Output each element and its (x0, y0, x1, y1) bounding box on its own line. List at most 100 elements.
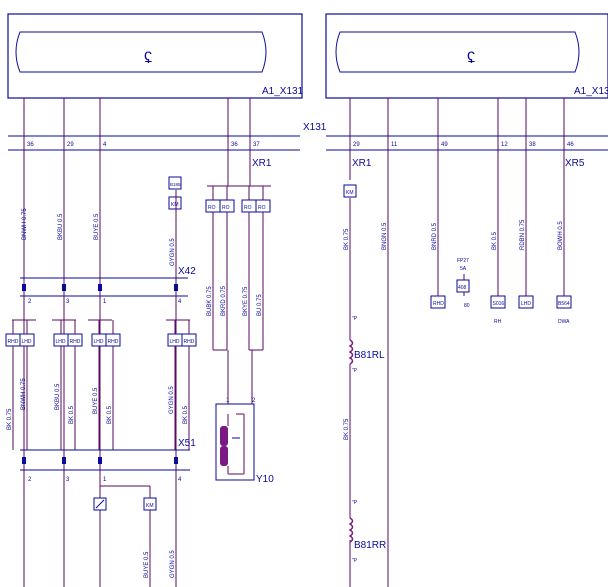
pin-right-5: 46 (567, 142, 574, 148)
pin-left-4: 37 (253, 142, 260, 148)
wire-mid-1: BK 0.75 (7, 408, 13, 430)
fuse-box (456, 279, 470, 293)
km-box-right (343, 184, 357, 198)
rhd-3: RHD (108, 339, 119, 345)
right-wire-3: BK 0.5 (492, 231, 498, 250)
pin-left-2: 4 (103, 142, 107, 148)
lhd-right: LHD (521, 301, 531, 307)
relay-pin1: 1 (226, 398, 230, 404)
b564-box (556, 295, 572, 309)
relay-label: Y10 (256, 474, 274, 485)
wire-label-buye-top: BUYE 0.5 (94, 213, 100, 240)
pin-right-4: 38 (529, 142, 536, 148)
wire-label-bkrd: BKRD 0.75 (221, 285, 227, 316)
lhd-4: LHD (170, 339, 180, 345)
fuse-num: 80 (464, 303, 470, 309)
module-left-label: A1_X131 (262, 86, 304, 97)
x51-pin-3: 4 (178, 477, 182, 483)
right-wire-2: BNRD 0.5 (432, 222, 438, 250)
x51-pin-1: 3 (66, 477, 70, 483)
b81rl-pin-top: "P (352, 316, 358, 322)
connector-x131-label: X131 (303, 122, 327, 133)
wire-mid-0: BNWH 0.75 (21, 378, 27, 410)
right-wire-4: RDBN 0.75 (520, 219, 526, 250)
wire-mid-2: BKBU 0.5 (55, 383, 61, 410)
dwa-label: DWA (558, 319, 570, 325)
module-right-ref-glyph: ʢ (467, 50, 475, 67)
rhd-1: RHD (8, 339, 19, 345)
wire-bottom-0: BUYE 0.5 (144, 551, 150, 578)
x42-pin-3: 4 (178, 299, 182, 305)
pin-right-2: 49 (441, 142, 448, 148)
lhd-2: LHD (56, 339, 66, 345)
wire-mid-7: BK 0.5 (183, 405, 189, 424)
right-wire-5: BOWH 0.5 (558, 221, 564, 250)
ro-label-2: RO (222, 205, 230, 211)
km-label-right: KM (346, 190, 354, 196)
b185-label: B185 (170, 182, 181, 187)
right-wire-0: BK 0.75 (344, 228, 350, 250)
b81rr-pin-bottom: "P (352, 558, 358, 564)
b81rr-label: B81RR (354, 540, 386, 551)
wire-label-bu: BU 0.75 (257, 294, 263, 316)
pin-left-3: 36 (231, 142, 238, 148)
right-module-wires (349, 98, 565, 587)
module-left-ref-glyph: ʢ (144, 50, 152, 67)
lhd-1: LHD (22, 339, 32, 345)
rhd-4: RHD (184, 339, 195, 345)
wire-bottom-1: GYGN 0.5 (170, 550, 176, 578)
rhd-right: RHD (433, 301, 444, 307)
ro-group: RO RO RO RO (205, 160, 271, 404)
pin-right-0: 29 (353, 142, 360, 148)
s016-box (490, 295, 506, 309)
x42-pin-1: 3 (66, 299, 70, 305)
pin-left-1: 29 (67, 142, 74, 148)
connector-x51: X51 (178, 438, 196, 449)
b81rl-pin-bottom: "P (352, 368, 358, 374)
wire-label-gygn-top: GYGN 0.5 (170, 238, 176, 266)
wire-mid-5: BK 0.5 (107, 405, 113, 424)
module-right: A1_X131 ʢ (325, 13, 608, 99)
speaker-link-wire: BK 0.75 (344, 418, 350, 440)
km-box-top (168, 196, 182, 210)
km-label-top: KM (171, 202, 179, 208)
b81rl-label: B81RL (354, 350, 385, 361)
wire-mid-3: BK 0.5 (69, 405, 75, 424)
km-box-bottom-1-slash (95, 499, 105, 509)
ro-label-1: RO (208, 205, 216, 211)
b185-box (168, 176, 182, 190)
pin-right-1: 11 (391, 142, 398, 148)
wire-label-bnwh-top: BNWH 0.75 (22, 208, 28, 240)
connector-xr1-right: XR1 (352, 158, 372, 169)
b564: B564 (558, 301, 570, 307)
x51-pin-marks (22, 457, 178, 464)
right-wire-1: BNGN 0.5 (382, 222, 388, 250)
speaker-b81rr: "P B81RR "P (348, 500, 386, 564)
x42-pin-2: 1 (103, 299, 107, 305)
wire-label-bkye: BKYE 0.75 (243, 286, 249, 316)
fuse-amps: 5A (460, 266, 467, 272)
ro-label-3: RO (244, 205, 252, 211)
rhd-2: RHD (70, 339, 81, 345)
x51-pin-0: 2 (28, 477, 32, 483)
module-right-label: A1_X131 (574, 86, 608, 97)
pin-left-0: 36 (27, 142, 34, 148)
rhd-lhd-blocks: RHD LHD LHD RHD LHD RHD LHD RHD (5, 319, 197, 450)
fuse-title: FP27 (457, 258, 469, 264)
s016: S016 (493, 301, 505, 307)
connector-xr5: XR5 (565, 158, 585, 169)
x42-pin-marks (22, 284, 178, 291)
connector-xr1-left: XR1 (252, 158, 272, 169)
x51-pin-2: 1 (103, 477, 107, 483)
relay-y10: 1 2 Y10 (215, 398, 274, 485)
speaker-b81rl: "P B81RL "P (348, 316, 385, 374)
lhd-3: LHD (94, 339, 104, 345)
b81rr-pin-top: "P (352, 500, 358, 506)
ro-label-4: RO (258, 205, 266, 211)
wire-mid-4: BUYE 0.5 (93, 387, 99, 414)
module-left: A1_X131 X131 ʢ (7, 13, 327, 133)
rhd-right-box (430, 295, 446, 309)
x42-pin-0: 2 (28, 299, 32, 305)
relay-pin2: 2 (252, 398, 256, 404)
